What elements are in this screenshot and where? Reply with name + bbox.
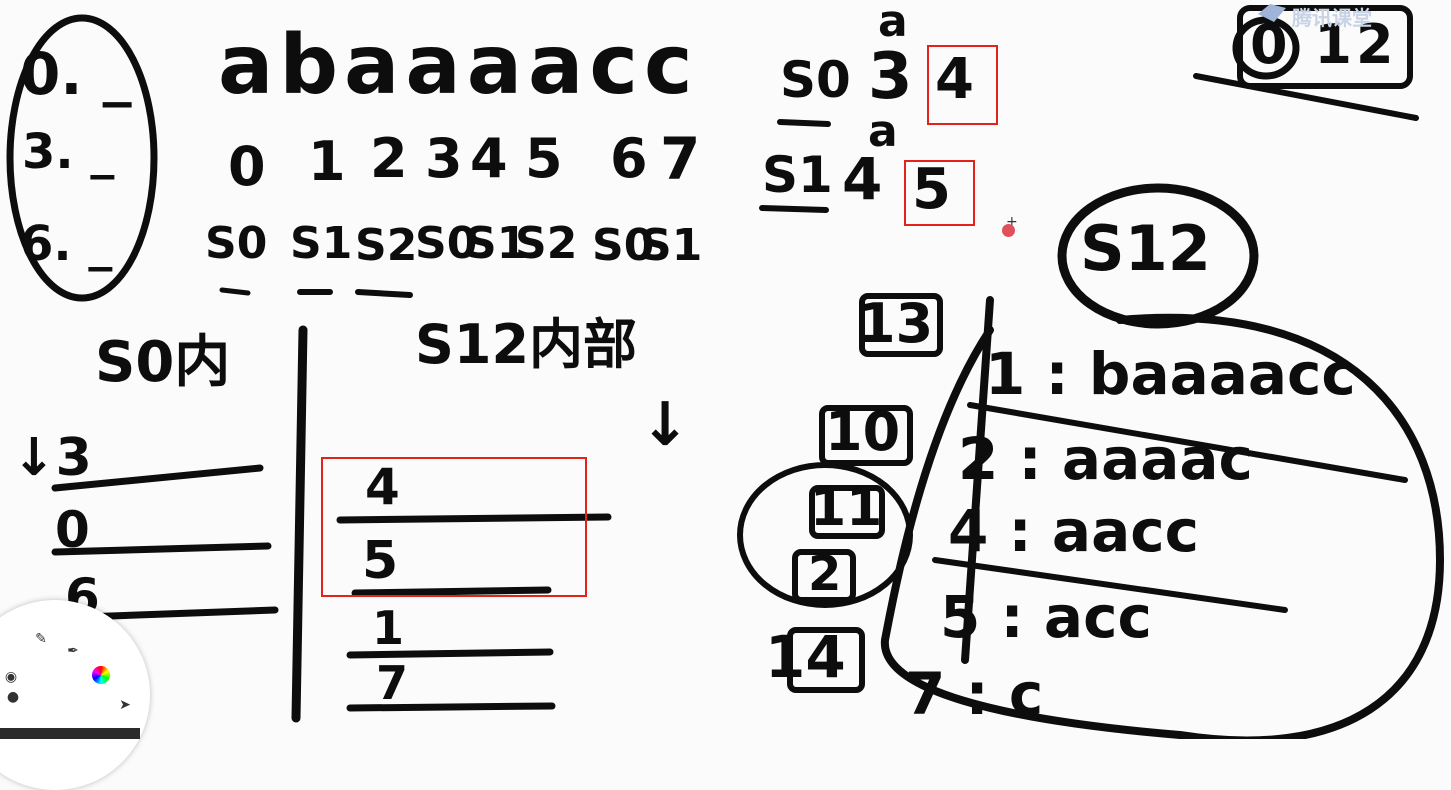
watermark-text: 腾讯课堂 [1292, 6, 1372, 30]
s0-value-1: 0 [55, 501, 90, 559]
suffix-2: 4 : aacc [948, 497, 1199, 565]
pen-icon[interactable]: ✎ [35, 631, 47, 647]
index-1: 1 [308, 130, 346, 193]
marker-icon[interactable]: ✒ [67, 643, 79, 659]
s12-value-0: 4 [365, 458, 400, 516]
set-1: S1 [290, 218, 353, 269]
set-4: S1 [465, 218, 528, 269]
left-list-item-1: 3. _ [22, 124, 115, 180]
set-3: S0 [415, 218, 478, 269]
ink-strokes [6, 5, 1445, 739]
rank-1: 10 [825, 400, 901, 463]
index-6: 6 [610, 127, 648, 190]
s12-value-3: 7 [376, 656, 409, 710]
bottom-status-bar [0, 728, 140, 739]
pair-1-letter: a [868, 106, 898, 157]
s0-value-0: ↓3 [12, 428, 92, 488]
rank-4: 14 [765, 623, 846, 691]
left-oval [6, 14, 158, 302]
s12-value-2: 1 [372, 601, 405, 655]
left-list-item-2: 6. _ [20, 216, 113, 272]
top-string: abaaaacc [218, 18, 699, 113]
set-0: S0 [205, 218, 268, 269]
whiteboard-canvas[interactable]: 0. _ 3. _ 6. _ abaaaacc 0 1 2 3 4 5 6 7 … [0, 0, 1451, 739]
index-0: 0 [228, 135, 266, 198]
color-wheel-icon[interactable] [92, 666, 110, 684]
set-2: S2 [355, 220, 418, 271]
index-7: 7 [660, 125, 701, 193]
suffix-0: 1 : baaaacc [985, 340, 1356, 408]
s12-header: S12内部 [415, 313, 638, 376]
highlight-box-s12-values [321, 457, 587, 597]
eraser-icon[interactable]: ◉ [4, 669, 18, 685]
pair-1-rank: 4 [842, 145, 883, 213]
pair-0-next: 4 [935, 47, 974, 112]
crosshair-cursor-icon: + [1006, 214, 1018, 230]
pair-1-next: 5 [912, 157, 951, 222]
corner-box-label: 0 12 [1250, 13, 1398, 76]
s12-arrow: ↓ [640, 390, 691, 460]
highlight-box-pair-0 [927, 45, 998, 125]
index-2: 2 [370, 127, 408, 190]
s12-value-1: 5 [362, 531, 399, 591]
pair-0-rank: 3 [868, 40, 913, 114]
tencent-classroom-logo-icon [1258, 4, 1286, 22]
record-icon[interactable]: ● [6, 689, 20, 705]
rank-0: 13 [858, 292, 934, 355]
suffix-3: 5 : acc [940, 583, 1152, 651]
pair-1-set: S1 [762, 146, 833, 204]
divider-line [291, 325, 308, 723]
set-5: S2 [515, 218, 578, 269]
s0-header: S0内 [95, 330, 231, 395]
set-6: S0 [592, 220, 655, 271]
index-4: 4 [470, 127, 508, 190]
left-list-item-0: 0. _ [20, 40, 132, 108]
highlight-box-pair-1 [904, 160, 975, 226]
laser-pointer-icon [1002, 224, 1015, 237]
suffix-4: 7 : c [905, 660, 1044, 728]
s12-circle [1057, 183, 1259, 329]
pair-0-set: S0 [780, 51, 851, 109]
rank-3: 2 [808, 546, 842, 602]
s12-label: S12 [1080, 212, 1211, 285]
rank-2: 11 [810, 478, 883, 538]
suffix-1: 2 : aaaac [958, 425, 1253, 493]
set-7: S1 [640, 220, 703, 271]
pair-0-letter: a [878, 0, 908, 47]
index-5: 5 [525, 127, 563, 190]
index-3: 3 [425, 127, 463, 190]
cursor-icon[interactable]: ➤ [119, 697, 131, 713]
